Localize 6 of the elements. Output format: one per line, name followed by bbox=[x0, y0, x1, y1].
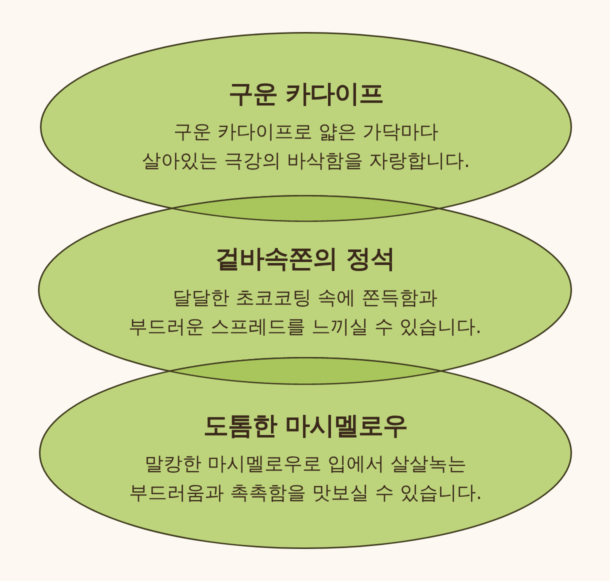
panel-description: 달달한 초코코팅 속에 쫀득함과 부드러운 스프레드를 느끼실 수 있습니다. bbox=[128, 286, 482, 340]
panel-heading: 구운 카다이프 bbox=[228, 78, 384, 110]
panel-heading: 도톰한 마시멜로우 bbox=[203, 410, 408, 442]
panel-description: 말캉한 마시멜로우로 입에서 살살녹는 부드러움과 촉촉함을 맛보실 수 있습니다. bbox=[128, 452, 482, 506]
panel-heading: 겉바속쫀의 정석 bbox=[215, 243, 395, 275]
panel-description: 구운 카다이프로 얇은 가닥마다 살아있는 극강의 바삭함을 자랑합니다. bbox=[142, 120, 470, 174]
